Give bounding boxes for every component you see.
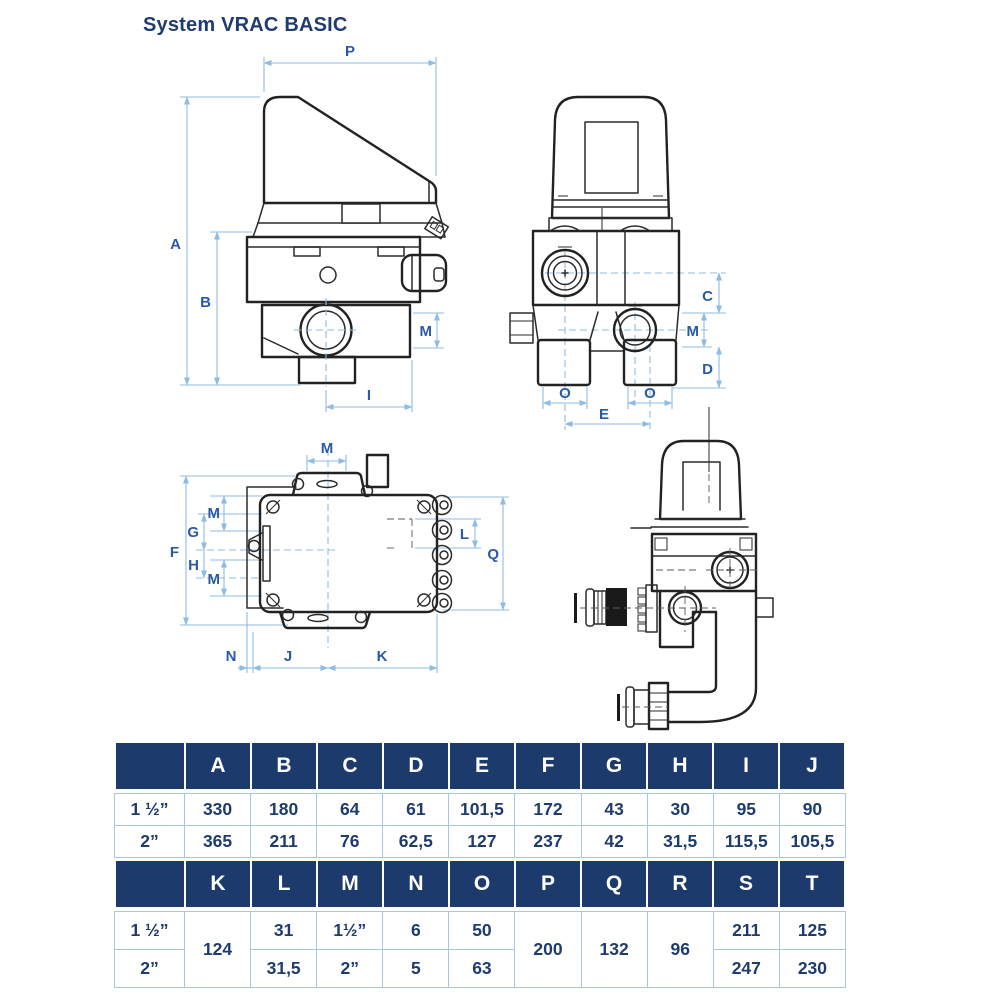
header-cell: R	[646, 859, 714, 909]
header-cell: P	[514, 859, 582, 909]
dim-label-f: F	[170, 544, 179, 561]
dim-value: 42	[580, 825, 648, 858]
header-cell	[114, 741, 186, 791]
header-cell: M	[316, 859, 384, 909]
dim-value: 62,5	[382, 825, 450, 858]
size-label: 2”	[114, 949, 185, 988]
dim-label-m5: M	[208, 571, 221, 588]
dim-value: 101,5	[448, 793, 516, 826]
dim-label-o1: O	[559, 385, 571, 402]
dim-value: 211	[712, 911, 780, 950]
dim-value: 172	[514, 793, 582, 826]
header-cell: I	[712, 741, 780, 791]
dim-value: 76	[316, 825, 384, 858]
dim-value: 105,5	[778, 825, 847, 858]
header-cell: A	[184, 741, 252, 791]
dim-value-merged: 124	[183, 911, 252, 988]
table-row: 1 ½” 330 180 64 61 101,5 172 43 30 95 90	[114, 793, 847, 826]
table-row: 1 ½” 124 31 1½” 6 50 200 132 96 211 125	[114, 911, 847, 988]
dim-value-merged: 96	[646, 911, 714, 988]
dim-value: 90	[778, 793, 847, 826]
dim-value: 31,5	[250, 949, 318, 988]
table1-data: 1 ½” 330 180 64 61 101,5 172 43 30 95 90…	[114, 793, 847, 858]
dim-label-l: L	[460, 526, 469, 543]
dim-value: 31	[250, 911, 318, 950]
dim-label-m1: M	[420, 323, 433, 340]
dim-value: 1½”	[316, 911, 384, 950]
dim-value: 237	[514, 825, 582, 858]
size-label: 1 ½”	[114, 911, 185, 950]
page-title: System VRAC BASIC	[143, 14, 348, 36]
dim-label-b: B	[200, 294, 211, 311]
dim-label-c: C	[702, 288, 713, 305]
dim-value: 125	[778, 911, 847, 950]
header-cell: D	[382, 741, 450, 791]
header-cell: K	[184, 859, 252, 909]
dim-value: 247	[712, 949, 780, 988]
header-cell: H	[646, 741, 714, 791]
header-cell: B	[250, 741, 318, 791]
size-label: 1 ½”	[114, 793, 185, 826]
header-cell: S	[712, 859, 780, 909]
dim-value: 365	[183, 825, 252, 858]
table-row: 2” 31,5 2” 5 63 247 230	[114, 949, 847, 988]
table2-data: 1 ½” 124 31 1½” 6 50 200 132 96 211 125 …	[114, 911, 847, 988]
dim-label-m4: M	[208, 505, 221, 522]
dim-value: 63	[448, 949, 516, 988]
dim-value: 61	[382, 793, 450, 826]
drawing-side-view: P A B M I	[170, 43, 450, 412]
dim-label-a: A	[170, 236, 181, 253]
table-row: 2” 365 211 76 62,5 127 237 42 31,5 115,5…	[114, 825, 847, 858]
drawing-front-view: C M D O O E	[509, 95, 726, 430]
drawing-assembly-view	[574, 407, 774, 731]
dim-value: 230	[778, 949, 847, 988]
dim-value: 115,5	[712, 825, 780, 858]
header-cell: T	[778, 859, 846, 909]
dim-value: 180	[250, 793, 318, 826]
dim-label-g: G	[187, 524, 199, 541]
header-cell	[114, 859, 186, 909]
header-cell: Q	[580, 859, 648, 909]
table1-header: A B C D E F G H I J	[114, 741, 846, 791]
dim-value: 6	[382, 911, 450, 950]
technical-drawings: P A B M I	[170, 43, 774, 731]
header-cell: O	[448, 859, 516, 909]
dim-label-q: Q	[487, 546, 499, 563]
dim-value: 95	[712, 793, 780, 826]
dim-label-n: N	[226, 648, 237, 665]
dim-label-k: K	[377, 648, 388, 665]
dim-label-j: J	[284, 648, 292, 665]
dim-value: 330	[183, 793, 252, 826]
dim-value: 127	[448, 825, 516, 858]
dim-value: 2”	[316, 949, 384, 988]
dim-value: 30	[646, 793, 714, 826]
header-cell: C	[316, 741, 384, 791]
dim-value: 211	[250, 825, 318, 858]
size-label: 2”	[114, 825, 185, 858]
dim-label-p: P	[345, 43, 355, 60]
header-cell: E	[448, 741, 516, 791]
table2-header: K L M N O P Q R S T	[114, 859, 846, 909]
dim-value: 50	[448, 911, 516, 950]
header-cell: N	[382, 859, 450, 909]
header-cell: L	[250, 859, 318, 909]
dim-label-m3: M	[321, 440, 334, 457]
dim-value-merged: 200	[514, 911, 582, 988]
header-cell: F	[514, 741, 582, 791]
dim-label-e: E	[599, 406, 609, 423]
header-cell: G	[580, 741, 648, 791]
header-cell: J	[778, 741, 846, 791]
dim-value: 5	[382, 949, 450, 988]
dim-value: 43	[580, 793, 648, 826]
dim-label-i: I	[367, 387, 371, 404]
dim-label-h: H	[188, 557, 199, 574]
dim-value: 64	[316, 793, 384, 826]
dim-value: 31,5	[646, 825, 714, 858]
drawing-top-view: M F G H M M L Q N J K	[170, 440, 509, 673]
dim-label-m2: M	[687, 323, 700, 340]
dim-value-merged: 132	[580, 911, 648, 988]
dim-label-o2: O	[644, 385, 656, 402]
dim-label-d: D	[702, 361, 713, 378]
